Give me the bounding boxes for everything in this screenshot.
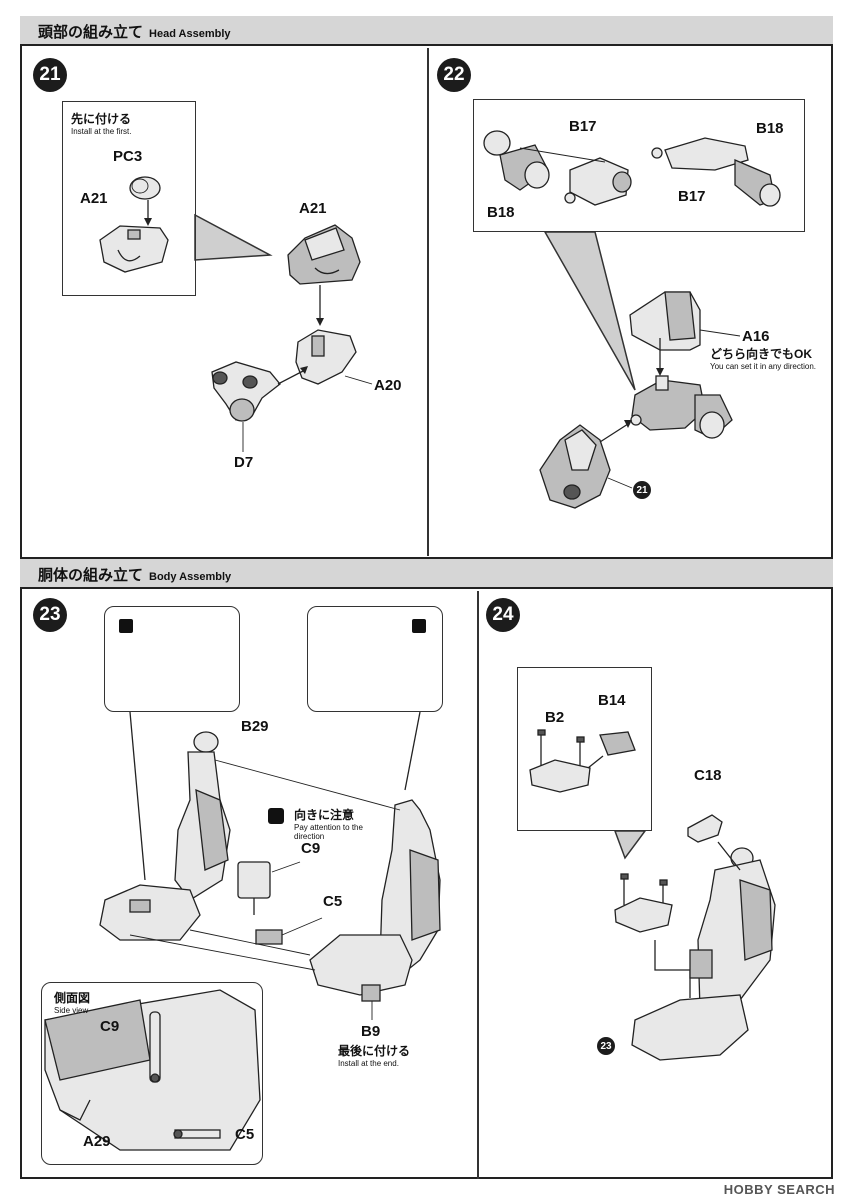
step-number: 23 [33,598,67,632]
side-view-title: 側面図 Side view [54,989,90,1015]
detail-callout-right [307,606,443,712]
part-label-c5-side: C5 [235,1126,255,1143]
attention-note: 向きに注意 Pay attention to the direction [294,806,364,841]
section-title-jp: 胴体の組み立て [38,567,144,584]
note-jp: 先に付ける [71,112,132,126]
note-en: You can set it in any direction. [710,362,816,371]
note-en: Install at the end. [338,1059,399,1068]
part-label-b17: B17 [569,118,597,135]
section-header-head: 頭部の組み立て Head Assembly [20,16,833,46]
part-label-c9-side: C9 [100,1018,120,1035]
step-reference-badge: 23 [597,1037,615,1055]
part-label-c5: C5 [323,893,343,910]
arm-subassembly-callout [473,99,805,232]
part-label-a16: A16 [742,328,770,345]
part-label-b9: B9 [361,1023,381,1040]
part-label-c18: C18 [694,767,722,784]
section-title: 胴体の組み立て Body Assembly [38,564,231,585]
install-first-note: 先に付ける Install at the first. [71,110,131,136]
note-en: Install at the first. [71,127,132,136]
section-title: 頭部の組み立て Head Assembly [38,21,231,42]
step-reference-badge: 21 [633,481,651,499]
section-title-en: Body Assembly [149,571,232,583]
part-label-b17: B17 [678,188,706,205]
part-label-a21-callout: A21 [80,190,108,207]
install-first-callout: 先に付ける Install at the first. [62,101,196,296]
b2-b14-callout [517,667,652,831]
part-label-a21: A21 [299,200,327,217]
section-divider [20,557,833,559]
note-jp: 向きに注意 [294,808,355,822]
column-divider [427,48,429,556]
section-header-body: 胴体の組み立て Body Assembly [20,559,833,589]
note-jp: どちら向きでもOK [710,347,813,361]
step-number: 24 [486,598,520,632]
part-label-b18: B18 [487,204,515,221]
install-end-note: 最後に付ける Install at the end. [338,1042,410,1068]
note-en: Pay attention to the direction [294,823,363,841]
side-view-panel: 側面図 Side view [41,982,263,1165]
part-label-d7: D7 [234,454,254,471]
section-title-en: Head Assembly [149,28,231,40]
part-label-b29: B29 [241,718,269,735]
section-title-jp: 頭部の組み立て [38,24,144,41]
direction-mark-icon [412,619,426,633]
any-direction-note: どちら向きでもOK You can set it in any directio… [710,345,816,371]
note-en: Side view [54,1006,89,1015]
direction-mark-icon [119,619,133,633]
watermark: HOBBY SEARCH [723,1182,835,1197]
column-divider [477,591,479,1179]
step-number: 22 [437,58,471,92]
part-label-a29: A29 [83,1133,111,1150]
part-label-b18: B18 [756,120,784,137]
part-label-pc3: PC3 [113,148,143,165]
part-label-b2: B2 [545,709,565,726]
detail-callout-left [104,606,240,712]
part-label-a20: A20 [374,377,402,394]
note-jp: 最後に付ける [338,1044,411,1058]
part-label-c9: C9 [301,840,321,857]
note-jp: 側面図 [54,991,91,1005]
part-label-b14: B14 [598,692,626,709]
step-number: 21 [33,58,67,92]
attention-icon [268,808,284,824]
